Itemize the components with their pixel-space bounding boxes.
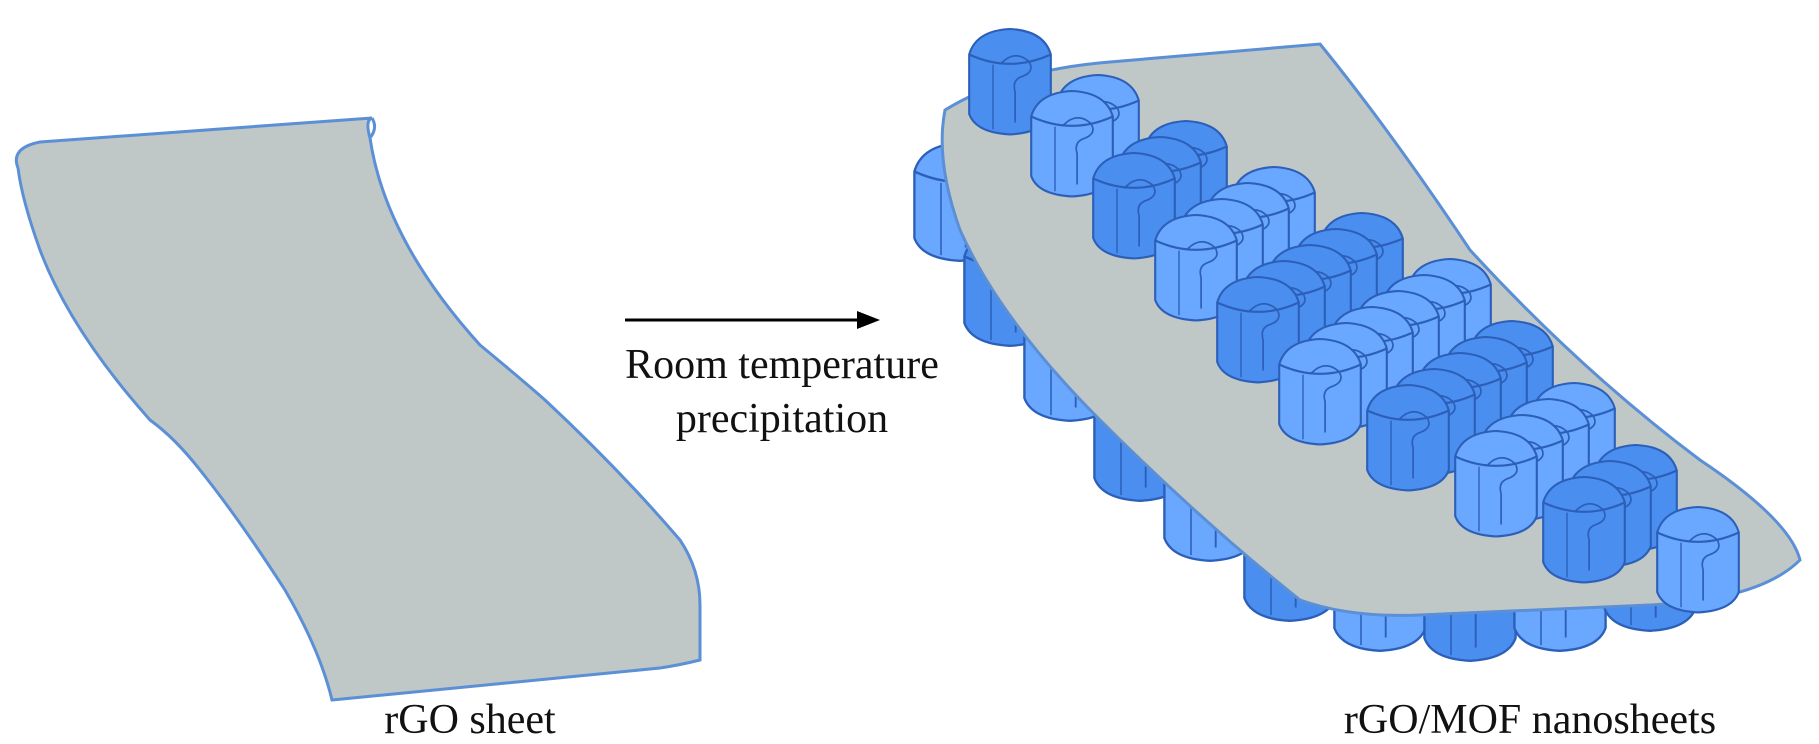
mof-nanosheet — [1454, 429, 1538, 538]
process-label-line1: Room temperature — [625, 342, 939, 388]
mof-upper-layer — [968, 27, 1740, 614]
rgo-sheet-curl — [368, 117, 377, 139]
mof-nanosheet — [1656, 505, 1740, 614]
rgo-mof-illustration — [913, 27, 1802, 662]
rgo-sheet-illustration — [14, 116, 702, 702]
rgo-sheet — [14, 116, 702, 702]
mof-nanosheet — [1092, 151, 1176, 260]
mof-nanosheet — [1542, 475, 1626, 584]
rgo-sheet-caption: rGO sheet — [384, 697, 556, 743]
mof-nanosheet — [1154, 213, 1238, 322]
mof-nanosheet — [968, 27, 1052, 136]
arrow-head — [857, 311, 880, 329]
process-arrow — [625, 311, 880, 329]
rgo-mof-caption: rGO/MOF nanosheets — [1344, 697, 1716, 743]
mof-nanosheet — [1278, 337, 1362, 446]
mof-nanosheet — [1366, 383, 1450, 492]
process-label-line2: precipitation — [676, 396, 888, 442]
